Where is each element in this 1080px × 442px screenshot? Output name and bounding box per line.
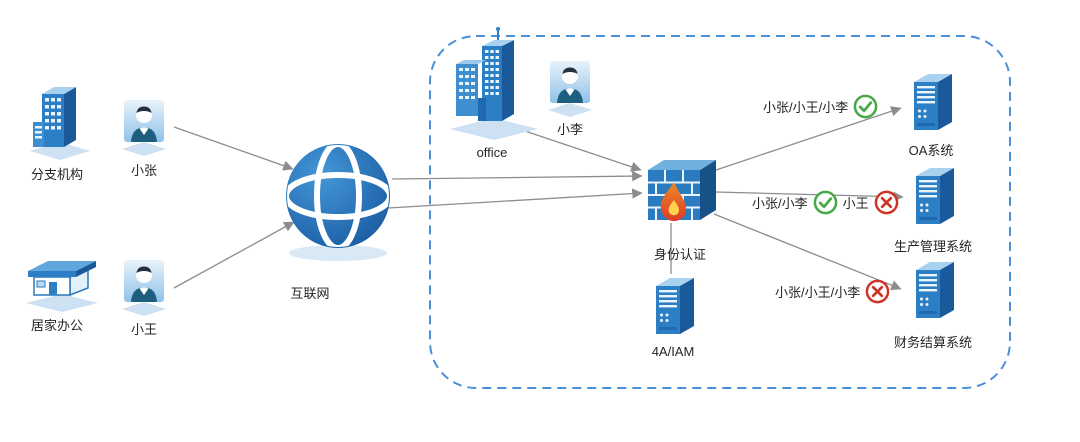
user-zhang-avatar [120, 98, 168, 158]
label-internet: 互联网 [290, 286, 330, 301]
deny-icon [874, 190, 899, 215]
label-office: office [476, 145, 508, 160]
label-finance-system: 财务结算系统 [893, 335, 972, 350]
user-li-avatar [546, 59, 594, 119]
arrow-auth-to-finance [713, 213, 902, 291]
access-row-oa: 小张/小王/小李 [763, 93, 878, 119]
label-home-office: 居家办公 [30, 318, 83, 333]
access-users-production-allowed: 小张/小李 [752, 195, 808, 211]
user-wang-avatar [120, 258, 168, 318]
access-row-production: 小张/小李 小王 [752, 189, 899, 215]
arrow-wang-to-internet [173, 221, 295, 289]
label-oa-system: OA系统 [908, 143, 954, 158]
allow-icon [853, 94, 878, 119]
arrow-internet-to-auth-2 [387, 188, 643, 209]
label-identity-auth: 身份认证 [653, 247, 706, 262]
label-iam: 4A/IAM [651, 344, 695, 359]
label-branch-office: 分支机构 [30, 167, 83, 182]
oa-system-server-icon [906, 70, 956, 138]
allow-icon [813, 190, 838, 215]
home-office-house-icon [24, 250, 100, 314]
arrow-auth-to-production [715, 191, 904, 202]
finance-system-server-icon [908, 258, 958, 326]
internet-globe-icon [286, 144, 390, 261]
label-production-system: 生产管理系统 [893, 239, 972, 254]
arrow-zhang-to-internet [173, 126, 294, 171]
iam-server-icon [648, 274, 698, 342]
trusted-zone-boundary [429, 35, 1011, 389]
access-users-oa: 小张/小王/小李 [763, 99, 849, 115]
office-building-icon [448, 26, 540, 142]
arrow-office-to-auth [515, 127, 642, 172]
arrow-internet-to-auth-1 [391, 170, 643, 182]
firewall-identity-auth-icon [644, 152, 720, 236]
access-row-finance: 小张/小王/小李 [775, 278, 890, 304]
label-user-li: 小李 [556, 122, 583, 137]
label-user-zhang: 小张 [130, 163, 157, 178]
production-system-server-icon [908, 164, 958, 232]
access-users-production-denied: 小王 [842, 195, 869, 211]
label-user-wang: 小王 [130, 322, 157, 337]
deny-icon [865, 279, 890, 304]
access-users-finance: 小张/小王/小李 [775, 284, 861, 300]
branch-office-building-icon [28, 80, 92, 164]
arrow-auth-to-oa [715, 106, 902, 171]
